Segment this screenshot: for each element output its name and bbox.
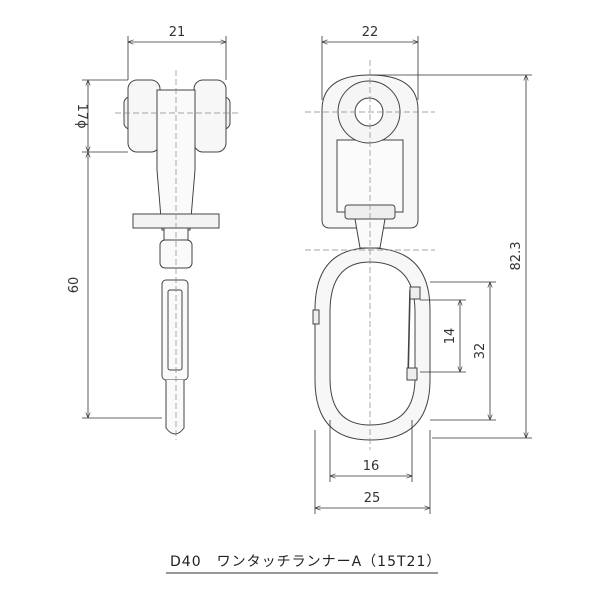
dim-side-width: 21 (169, 25, 186, 40)
drawing-caption: D40 ワンタッチランナーA（15T21） (170, 554, 441, 570)
dimension-layer (82, 36, 532, 514)
left-wheel-shape (127, 79, 161, 153)
dim-hook-inner-height: 32 (473, 343, 488, 360)
dim-opening: 14 (443, 328, 458, 345)
front-view (305, 60, 435, 450)
dim-hook-outer-width: 25 (364, 491, 381, 506)
dim-wheel-diameter: 17ϕ (74, 103, 89, 128)
dim-side-height: 60 (67, 277, 82, 294)
right-wheel-shape (193, 79, 227, 153)
carabiner-inner-shape (329, 261, 416, 426)
side-view (115, 70, 240, 440)
dim-front-width: 22 (362, 25, 379, 40)
dimension-labels: 21 17ϕ 60 22 82.3 14 32 16 25 (67, 25, 524, 506)
gate-shape (407, 289, 411, 381)
dim-hook-inner-width: 16 (363, 459, 380, 474)
dim-total-height: 82.3 (509, 242, 524, 271)
ring-edge-shape (161, 279, 189, 381)
